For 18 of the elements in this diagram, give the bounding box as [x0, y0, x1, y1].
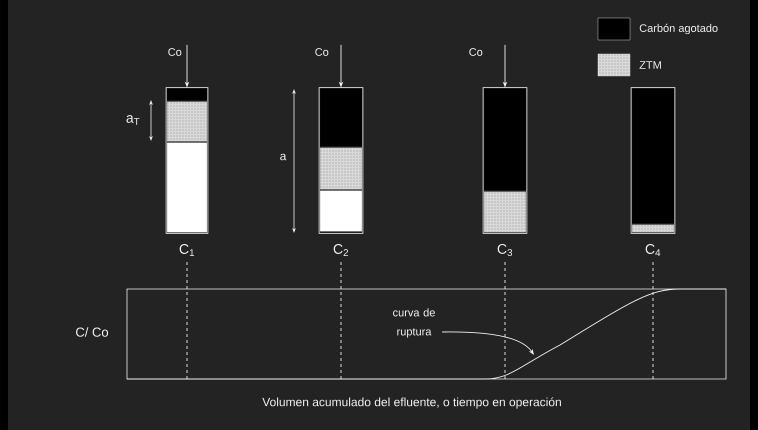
- inlet-label: Co: [469, 48, 482, 56]
- column-label: C$_{2}$: [334, 244, 348, 256]
- dimension-label: a: [280, 154, 286, 160]
- adsorption-column: [318, 87, 364, 234]
- adsorption-column: [320, 88, 362, 190]
- inlet-label: Co: [168, 48, 182, 56]
- axis-label: Volumen acumulado del efluente, o tiempo en operación: [262, 397, 561, 409]
- dimension-label: a$_{T}$: [126, 115, 140, 125]
- column-label: C$_{4}$: [646, 244, 660, 256]
- legend-label: Carbón agotado: [640, 24, 718, 34]
- column-label: C$_{1}$: [180, 244, 194, 256]
- curve-label: curva de ruptura: [393, 308, 435, 338]
- adsorption-column: [167, 88, 207, 142]
- inlet-label: Co: [315, 48, 328, 56]
- column-label: C$_{3}$: [498, 244, 512, 256]
- legend-label: ZTM: [640, 61, 661, 69]
- axis-label: C/ Co: [76, 327, 108, 337]
- adsorption-column: [166, 87, 208, 234]
